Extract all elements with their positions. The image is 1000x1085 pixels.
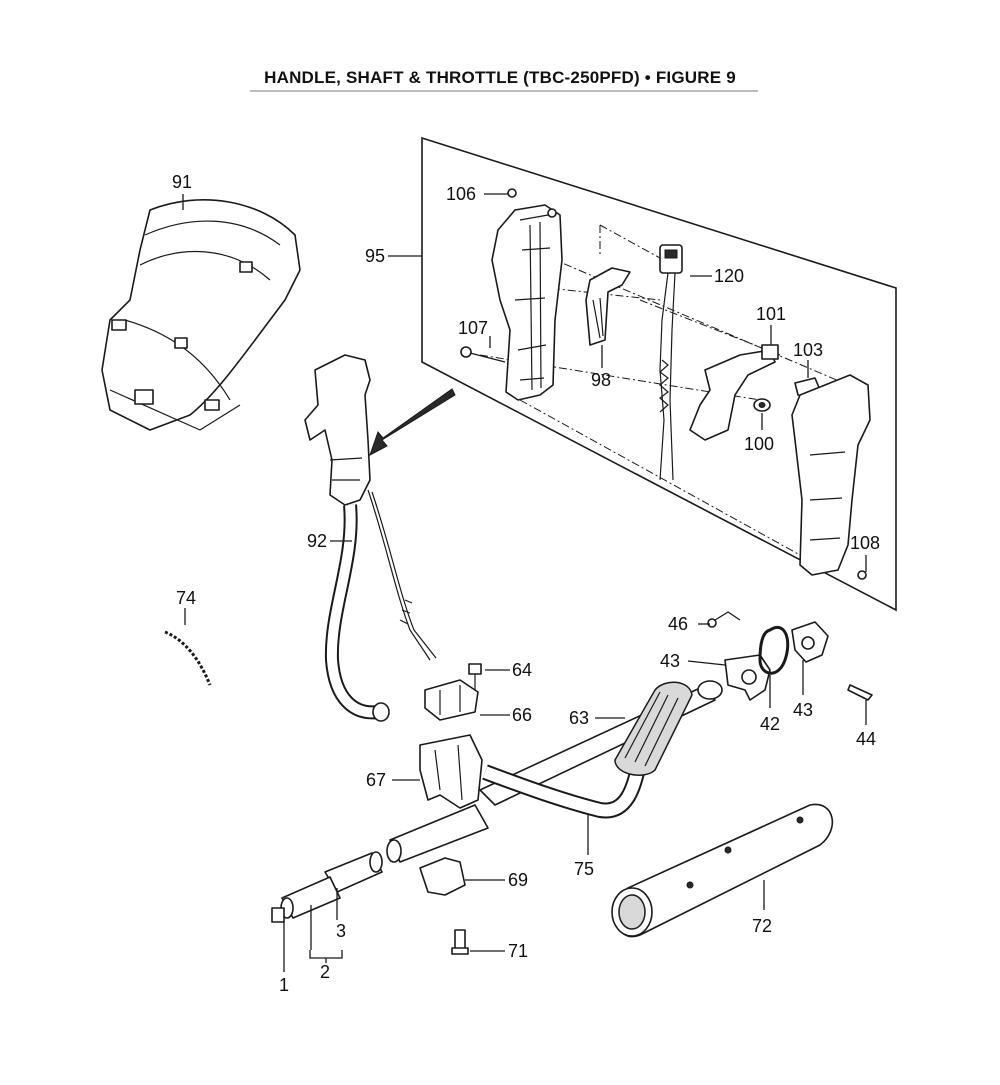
shaft-cover-tube — [611, 803, 834, 938]
handle-clamp-right — [791, 621, 829, 663]
trigger-spring — [753, 398, 771, 412]
label-92: 92 — [307, 531, 327, 551]
label-75: 75 — [574, 859, 594, 879]
leader-lines — [182, 193, 867, 972]
front-handle-bar — [482, 758, 648, 819]
label-107: 107 — [458, 318, 488, 338]
throttle-cable — [367, 489, 437, 661]
direction-arrow — [369, 388, 456, 457]
label-103: 103 — [793, 340, 823, 360]
clamp-lower — [419, 734, 483, 809]
label-101: 101 — [756, 304, 786, 324]
clip-spring — [707, 611, 741, 628]
handle-clamp-left — [724, 654, 771, 701]
label-1: 1 — [279, 975, 289, 995]
part-labels: 91 95 106 107 98 120 101 103 100 108 92 … — [172, 172, 880, 995]
label-72: 72 — [752, 916, 772, 936]
throttle-handle-assembly — [304, 354, 371, 506]
label-74: 74 — [176, 588, 196, 608]
handle-tube — [324, 504, 390, 722]
label-95: 95 — [365, 246, 385, 266]
label-69: 69 — [508, 870, 528, 890]
title-underline — [250, 90, 758, 92]
label-43a: 43 — [660, 651, 680, 671]
label-42: 42 — [760, 714, 780, 734]
throttle-trigger — [689, 344, 779, 441]
label-3: 3 — [336, 921, 346, 941]
screw-107 — [460, 346, 506, 363]
screw-106 — [507, 188, 517, 198]
label-98: 98 — [591, 370, 611, 390]
shaft-bracket — [419, 857, 466, 896]
label-71: 71 — [508, 941, 528, 961]
clamp-upper — [424, 679, 479, 721]
label-44: 44 — [856, 729, 876, 749]
label-46: 46 — [668, 614, 688, 634]
figure-title: HANDLE, SHAFT & THROTTLE (TBC-250PFD) • … — [264, 68, 736, 87]
handle-housing-left — [491, 204, 563, 401]
shoulder-harness — [101, 199, 301, 431]
label-67: 67 — [366, 770, 386, 790]
label-43b: 43 — [793, 700, 813, 720]
label-106: 106 — [446, 184, 476, 204]
label-63: 63 — [569, 708, 589, 728]
label-66: 66 — [512, 705, 532, 725]
clamp-screw — [847, 684, 873, 701]
label-91: 91 — [172, 172, 192, 192]
label-108: 108 — [850, 533, 880, 553]
label-100: 100 — [744, 434, 774, 454]
label-2: 2 — [320, 962, 330, 982]
foam-grip — [614, 681, 693, 776]
bracket-bolt — [451, 929, 469, 955]
latch-spring — [585, 267, 631, 346]
shaft-end — [271, 907, 285, 923]
handle-housing-right — [791, 374, 871, 580]
grip-cap — [697, 680, 723, 700]
handle-ring — [758, 626, 790, 675]
stop-switch — [659, 244, 683, 481]
clamp-bolt — [468, 663, 482, 690]
throttle-inset-box — [421, 136, 897, 612]
label-64: 64 — [512, 660, 532, 680]
label-120: 120 — [714, 266, 744, 286]
retaining-chain — [164, 630, 212, 686]
